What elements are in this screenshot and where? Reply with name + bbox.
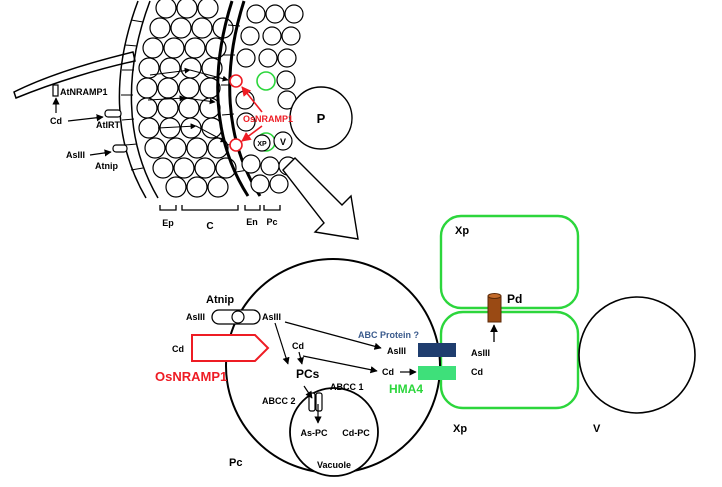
label-asiii-xp: AsIII [471,348,490,358]
v-cell [273,131,293,151]
p-cell [289,86,353,150]
root-cross-section: XP V P AtNRAMP1 Cd AtIRT AsIII Atnip OsN… [13,0,353,232]
label-pd: Pd [507,292,522,306]
atirt-transporter [104,109,122,118]
label-abcc1: ABCC 1 [330,382,364,392]
label-pc-lower: Pc [229,457,242,469]
label-cd-left: Cd [172,344,184,354]
label-cd-pc: Cd-PC [342,428,370,438]
label-xp: XP [257,141,267,148]
detail-diagram: Xp Pd V Xp Pc Vacuole As-PC Cd-PC Atnip … [155,214,696,477]
zoom-arrow [282,157,359,240]
label-xp-bottom: Xp [453,423,467,435]
arrow-cd-atirt [67,114,104,122]
stele-cells [258,4,304,194]
label-cd-upper: Cd [50,116,62,126]
label-c: C [206,221,213,232]
arrow-asiii-atnip [89,149,112,157]
atnip-transporter-upper [112,144,128,153]
xp-cell [253,134,271,152]
epidermis-outer [118,0,147,199]
label-atnip-upper: Atnip [95,161,118,171]
epidermis-ticks [121,19,144,171]
label-cd-mid: Cd [382,367,394,377]
label-en: En [246,217,258,227]
cortex-arrows [147,67,229,143]
pathway-arrows [274,321,417,424]
label-osnramp1-lower: OsNRAMP1 [155,369,227,384]
xylem-bottom-cell [439,310,580,410]
label-vacuole: Vacuole [317,460,351,470]
label-atnip-lower: Atnip [206,294,234,306]
red-arrow-up [241,86,263,113]
epidermis-inner [130,0,159,199]
atnip-pore [231,310,245,324]
vessel-v [578,296,696,414]
abc-protein-transporter [418,343,456,357]
label-as-pc: As-PC [300,428,328,438]
cortex-cells [136,0,237,198]
label-atnramp1: AtNRAMP1 [60,87,108,97]
label-asiii-out: AsIII [262,312,281,322]
label-pc-upper: Pc [266,217,277,227]
label-cd-cyt: Cd [292,341,304,351]
layer-brackets [159,205,281,211]
label-xp-top: Xp [455,225,469,237]
root-hair [13,51,136,99]
label-p: P [317,111,326,126]
label-atirt: AtIRT [96,120,120,130]
red-cell-top [229,74,243,88]
label-hma4: HMA4 [389,382,423,396]
red-arrow-down [241,125,263,142]
osnramp1-transporter [191,334,270,362]
xylem-top-cell [439,214,580,310]
endodermis-inner [228,0,262,197]
red-cell-bottom [229,138,243,152]
label-pcs: PCs [296,367,320,381]
label-cd-xp: Cd [471,367,483,377]
atnramp1-transporter [52,84,59,97]
label-asiii-in: AsIII [186,312,205,322]
label-abc-protein: ABC Protein ? [358,330,419,340]
green-cell-top [256,71,276,91]
label-asiii-cyt: AsIII [387,346,406,356]
label-abcc2: ABCC 2 [262,396,296,406]
label-v-lower: V [593,423,601,435]
label-ep: Ep [162,218,174,228]
label-asiii-upper: AsIII [66,150,85,160]
label-v-upper: V [280,137,286,147]
pd-channel [487,293,502,323]
label-osnramp1-upper: OsNRAMP1 [243,114,293,124]
hma4-transporter [418,366,456,380]
endodermis-outer [216,0,250,197]
